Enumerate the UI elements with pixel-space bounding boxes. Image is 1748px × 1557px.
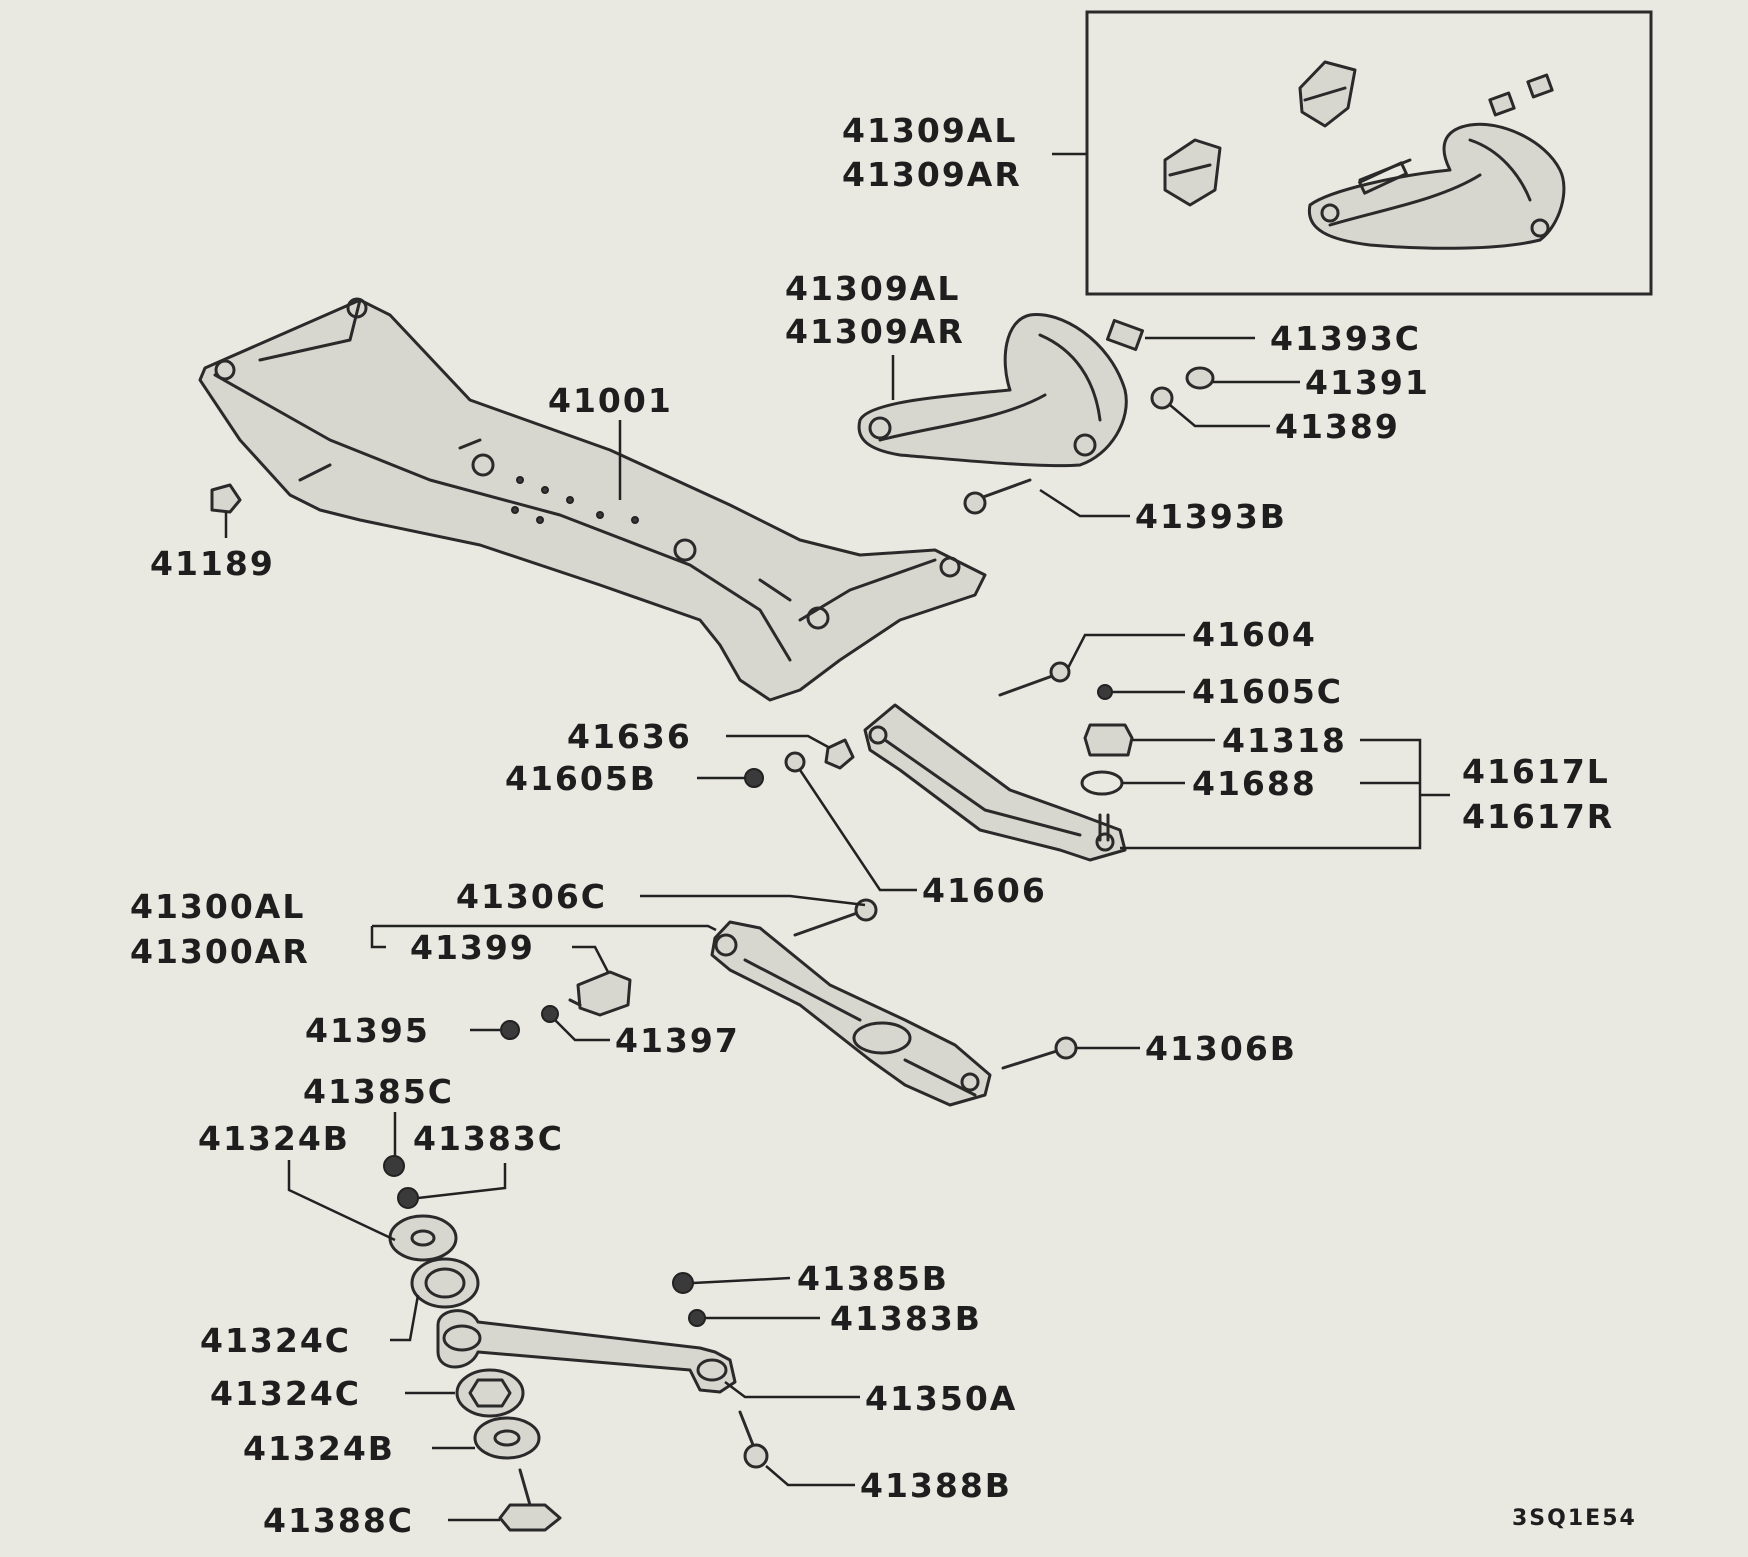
bolt-41388B [738,1410,769,1469]
ring-41688 [1080,770,1124,796]
label-41324C-b: 41324C [210,1374,361,1413]
nut-41385C [383,1155,405,1177]
plate-41324B-top [388,1214,458,1262]
label-41388B: 41388B [860,1466,1012,1505]
label-41389: 41389 [1275,407,1400,446]
lateral-link-41350A [436,1309,737,1394]
inset-upper-arm [1307,122,1566,250]
inset-bushing-1 [1163,138,1222,207]
label-41385B: 41385B [797,1259,949,1298]
bushing-41399 [568,970,632,1017]
label-41393B: 41393B [1135,497,1287,536]
label-41636: 41636 [567,717,692,756]
label-41324C-a: 41324C [200,1321,351,1360]
label-41324B-bottom: 41324B [243,1429,395,1468]
upper-arm [857,312,1128,468]
washer-41397 [541,1005,559,1023]
label-41309AL: 41309AL [785,269,960,308]
label-41306B: 41306B [1145,1029,1297,1068]
bushing-41318 [1083,723,1134,757]
lower-arm [710,920,992,1107]
label-41395: 41395 [305,1011,430,1050]
inset-bushing-2 [1298,60,1357,128]
label-41397: 41397 [615,1021,740,1060]
nut-41393C [1105,318,1145,352]
label-41688: 41688 [1192,764,1317,803]
label-41385C: 41385C [303,1072,454,1111]
label-41617L: 41617L [1462,752,1610,791]
label-41606: 41606 [922,871,1047,910]
inset-nuts [1488,73,1554,117]
bushing-41324C-lower [455,1368,525,1418]
label-41001: 41001 [548,381,673,420]
nut-41636 [824,738,855,770]
bolt-41393B [963,478,1032,515]
nut-41385B [672,1272,694,1294]
nut-41189 [210,483,242,514]
label-41399: 41399 [410,928,535,967]
label-41309AR-inset: 41309AR [842,155,1022,194]
label-41617R: 41617R [1462,797,1614,836]
washer-41383B [688,1309,706,1327]
label-41189: 41189 [150,544,275,583]
label-41391: 41391 [1305,363,1430,402]
crossmember-41001 [198,297,987,702]
label-41605B: 41605B [505,759,657,798]
diagram-code: 3SQ1E54 [1512,1506,1637,1531]
washer-41391 [1185,366,1215,390]
label-41383B: 41383B [830,1299,982,1338]
label-41324B-top: 41324B [198,1119,350,1158]
label-41605C: 41605C [1192,672,1343,711]
washer-41606 [784,751,806,773]
label-41388C: 41388C [263,1501,414,1540]
label-41306C: 41306C [456,877,607,916]
inset-frame [1085,10,1653,296]
nut-41605B [744,768,764,788]
nut-41605C [1097,684,1113,700]
washer-41383C [397,1187,419,1209]
label-41300AL: 41300AL [130,887,305,926]
label-41350A: 41350A [865,1379,1017,1418]
label-41383C: 41383C [413,1119,564,1158]
label-41300AR: 41300AR [130,932,310,971]
label-41309AL-inset: 41309AL [842,111,1017,150]
nut-41395 [500,1020,520,1040]
bolt-41306B [1001,1036,1078,1070]
plate-41324B-bottom [473,1416,541,1460]
label-41393C: 41393C [1270,319,1421,358]
label-41604: 41604 [1192,615,1317,654]
bolt-41388C [498,1468,562,1532]
nut-41389 [1150,386,1174,410]
toe-control-arm [863,703,1127,862]
bolt-41604 [998,661,1071,697]
bushing-41324C-upper [410,1257,480,1309]
label-41309AR: 41309AR [785,312,965,351]
label-41318: 41318 [1222,721,1347,760]
